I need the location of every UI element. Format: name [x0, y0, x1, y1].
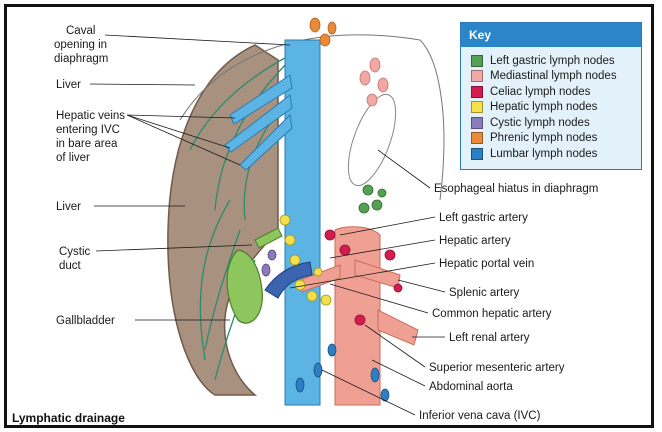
key-item-hepatic: Hepatic lymph nodes [471, 100, 641, 116]
key-swatch [471, 55, 483, 67]
label-caval-2: opening in [54, 39, 107, 51]
key-swatch [471, 132, 483, 144]
label-hepatic-veins-3: in bare area [56, 138, 118, 150]
key-item-label: Lumbar lymph nodes [490, 148, 597, 160]
label-splenic-artery: Splenic artery [449, 287, 520, 299]
key-item-label: Celiac lymph nodes [490, 86, 590, 98]
figure-caption: Lymphatic drainage [12, 411, 125, 425]
key-item-left-gastric: Left gastric lymph nodes [471, 53, 641, 69]
key-swatch [471, 70, 483, 82]
label-superior-mesenteric-artery: Superior mesenteric artery [429, 362, 565, 374]
key-item-label: Phrenic lymph nodes [490, 132, 597, 144]
key-legend: Key Left gastric lymph nodes Mediastinal… [460, 22, 642, 170]
label-cystic-2: duct [59, 260, 82, 272]
gallbladder-shape [227, 250, 262, 323]
label-hepatic-veins-4: of liver [56, 152, 90, 164]
label-esophageal-hiatus: Esophageal hiatus in diaphragm [434, 183, 598, 195]
label-ivc: Inferior vena cava (IVC) [419, 410, 541, 422]
cystic-lymph-nodes [262, 250, 276, 276]
label-cystic-1: Cystic [59, 246, 91, 258]
key-item-cystic: Cystic lymph nodes [471, 115, 641, 131]
left-gastric-lymph-nodes [359, 185, 386, 213]
key-list: Left gastric lymph nodes Mediastinal lym… [461, 53, 641, 162]
key-item-mediastinal: Mediastinal lymph nodes [471, 69, 641, 85]
label-common-hepatic-artery: Common hepatic artery [432, 308, 552, 320]
key-item-label: Cystic lymph nodes [490, 117, 590, 129]
key-item-label: Left gastric lymph nodes [490, 55, 615, 67]
key-title: Key [461, 23, 641, 47]
key-item-celiac: Celiac lymph nodes [471, 84, 641, 100]
label-abdominal-aorta: Abdominal aorta [429, 381, 513, 393]
label-hepatic-portal-vein: Hepatic portal vein [439, 258, 534, 270]
label-left-renal-artery: Left renal artery [449, 332, 530, 344]
renal-artery-shape [378, 310, 418, 345]
key-item-label: Mediastinal lymph nodes [490, 70, 617, 82]
label-caval-1: Caval [66, 25, 95, 37]
key-swatch [471, 148, 483, 160]
key-item-lumbar: Lumbar lymph nodes [471, 146, 641, 162]
key-swatch [471, 117, 483, 129]
label-hepatic-artery: Hepatic artery [439, 235, 511, 247]
key-item-label: Hepatic lymph nodes [490, 101, 597, 113]
label-liver-mid: Liver [56, 201, 81, 213]
label-caval-3: diaphragm [54, 53, 108, 65]
label-gallbladder: Gallbladder [56, 315, 115, 327]
label-hepatic-veins-2: entering IVC [56, 124, 120, 136]
key-swatch [471, 86, 483, 98]
label-liver-top: Liver [56, 79, 81, 91]
label-left-gastric-artery: Left gastric artery [439, 212, 528, 224]
key-item-phrenic: Phrenic lymph nodes [471, 131, 641, 147]
key-swatch [471, 101, 483, 113]
label-hepatic-veins-1: Hepatic veins [56, 110, 125, 122]
